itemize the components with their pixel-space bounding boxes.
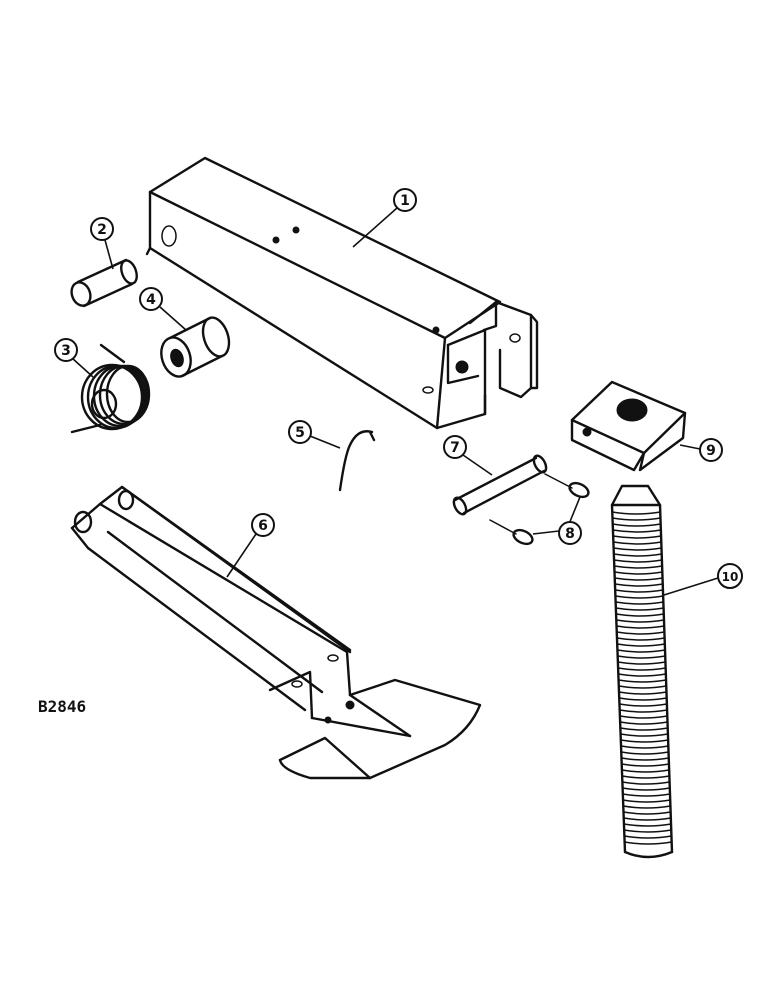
- figure-id: B2846: [38, 697, 86, 716]
- thread-line: [611, 517, 662, 521]
- thread-line: [615, 607, 665, 611]
- callouts: 1 2 3 4 5 6 7 8 9 10: [54, 188, 743, 596]
- thread-line: [612, 529, 662, 533]
- thread-line: [613, 553, 663, 557]
- thread-line: [623, 841, 673, 845]
- thread-line: [617, 667, 667, 671]
- thread-line: [620, 745, 670, 749]
- thread-line: [612, 535, 662, 539]
- thread-line: [613, 559, 663, 563]
- thread-line: [619, 733, 669, 737]
- thread-line: [618, 691, 668, 695]
- thread-line: [616, 637, 666, 641]
- thread-line: [618, 697, 668, 701]
- thread-line: [618, 685, 668, 689]
- callout-7: 7: [450, 440, 460, 456]
- thread-line: [614, 589, 664, 593]
- thread-line: [618, 703, 668, 707]
- thread-line: [614, 601, 665, 605]
- thread-line: [622, 811, 672, 815]
- thread-line: [619, 727, 669, 731]
- thread-line: [621, 781, 671, 785]
- part-7-clevis-pin: [452, 454, 548, 516]
- thread-line: [621, 769, 670, 773]
- thread-line: [619, 715, 669, 719]
- thread-line: [615, 613, 665, 617]
- thread-line: [620, 763, 670, 767]
- thread-line: [611, 511, 661, 515]
- part-10-threaded-rod: [610, 484, 674, 859]
- thread-line: [618, 709, 668, 713]
- thread-line: [621, 787, 671, 791]
- part-3-spring: [70, 343, 151, 434]
- thread-line: [614, 595, 664, 599]
- part-1-arm: [145, 156, 539, 430]
- thread-line: [622, 805, 672, 809]
- thread-line: [616, 655, 666, 659]
- callout-3: 3: [61, 343, 71, 359]
- thread-line: [622, 793, 671, 797]
- thread-line: [620, 751, 670, 755]
- callout-5: 5: [295, 425, 305, 441]
- thread-line: [623, 829, 672, 833]
- part-4-bushing: [160, 316, 231, 378]
- thread-line: [620, 739, 669, 743]
- thread-line: [613, 571, 664, 575]
- thread-line: [619, 721, 669, 725]
- thread-line: [621, 775, 671, 779]
- thread-line: [617, 673, 667, 677]
- thread-line: [617, 661, 667, 665]
- thread-line: [620, 757, 670, 761]
- callout-1: 1: [400, 193, 410, 209]
- thread-line: [612, 547, 663, 551]
- thread-line: [616, 643, 666, 647]
- callout-9: 9: [706, 443, 716, 459]
- thread-line: [623, 823, 672, 827]
- thread-line: [623, 835, 673, 839]
- thread-line: [612, 541, 663, 545]
- callout-10: 10: [722, 570, 739, 584]
- thread-line: [613, 565, 663, 569]
- thread-line: [614, 583, 664, 587]
- thread-line: [615, 619, 665, 623]
- part-5-hook: [338, 430, 376, 492]
- thread-line: [622, 799, 671, 803]
- thread-line: [616, 649, 666, 653]
- part-2-pin: [70, 258, 138, 308]
- thread-line: [616, 631, 666, 635]
- callout-6: 6: [258, 518, 268, 534]
- part-6-frame: [70, 485, 482, 780]
- callout-8: 8: [565, 526, 575, 542]
- callout-4: 4: [146, 292, 156, 308]
- part-9-block: [570, 380, 687, 472]
- part-8-cotter-pins: [489, 473, 590, 546]
- thread-line: [617, 679, 667, 683]
- thread-line: [611, 523, 662, 527]
- thread-line: [613, 577, 664, 581]
- thread-line: [622, 817, 672, 821]
- thread-line: [615, 625, 665, 629]
- callout-2: 2: [97, 222, 107, 238]
